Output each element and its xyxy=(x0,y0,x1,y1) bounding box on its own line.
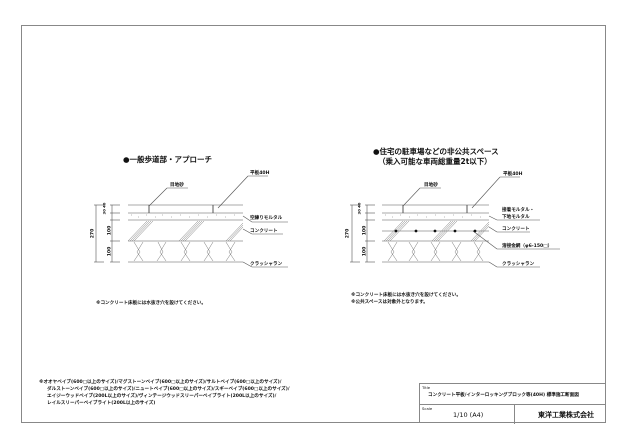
dim-concrete: 100 xyxy=(107,225,113,236)
scale-value: 1/10 (A4) xyxy=(453,411,484,419)
label-joint-sand: 目地砂 xyxy=(170,183,184,188)
left-note: ※コンクリート床板には水抜き穴を設けてください。 xyxy=(96,301,206,306)
company-name: 東洋工業株式会社 xyxy=(538,411,594,419)
scale-caption: Scale xyxy=(422,406,433,411)
scale-divider xyxy=(514,405,515,424)
right-section-subheading: （乗入可能な車両総重量2t以下） xyxy=(378,157,492,166)
wire-mesh-dots xyxy=(394,229,477,233)
title-row: Title コンクリート平板/インターロッキングブロック等(40H) 標準施工断… xyxy=(420,384,606,405)
left-section-heading: ●一般歩道部・アプローチ xyxy=(123,155,213,164)
label-concrete: コンクリート xyxy=(502,227,530,232)
right-note-1: ※コンクリート床板には水抜き穴を設けてください。 xyxy=(351,293,461,298)
right-cross-section xyxy=(350,176,560,268)
drawing-frame xyxy=(21,25,606,423)
footer-note-4: レイルスリーパーベイブライト(200L以上のサイズ) xyxy=(47,401,156,406)
dim-total: 270 xyxy=(345,228,351,239)
label-mortar: 空練りモルタル xyxy=(250,216,283,221)
dim-top: 30 40 xyxy=(356,202,362,215)
label-crusher-run: クラッシャラン xyxy=(502,262,535,267)
dim-total: 270 xyxy=(90,228,96,239)
dim-top: 30 40 xyxy=(101,202,107,215)
label-slab: 平板40H xyxy=(503,172,523,177)
right-note-2: ※公共スペースは対象外となります。 xyxy=(351,300,428,305)
label-crusher-run: クラッシャラン xyxy=(250,262,283,267)
footer-note-2: ダルストーンベイブ(600□以上のサイズ)/ニュートベイブ(600□以上のサイズ… xyxy=(47,387,290,392)
drawing-title: コンクリート平板/インターロッキングブロック等(40H) 標準施工断面図 xyxy=(428,393,579,398)
label-wire-mesh: 溶接金網（φ6-150□） xyxy=(502,244,553,249)
label-concrete: コンクリート xyxy=(250,229,278,234)
footer-note-3: エイジーウッドベイブ(200L以上のサイズ)/ヴィンテージウッドスリーパーベイブ… xyxy=(47,394,277,399)
dim-concrete: 100 xyxy=(362,225,368,236)
scale-row: Scale 1/10 (A4) 東洋工業株式会社 xyxy=(420,405,606,424)
label-mortar-1: 接着モルタル・ xyxy=(502,208,535,213)
left-cross-section xyxy=(94,175,288,268)
dim-base: 100 xyxy=(107,246,113,257)
label-slab: 平板40H xyxy=(250,171,270,176)
footer-note-1: ※オオヤベイブ(600□以上のサイズ)/マグストーンベイブ(600□以上のサイズ… xyxy=(39,380,282,385)
right-section-heading: ●住宅の駐車場などの非公共スペース xyxy=(373,147,499,156)
title-block: Title コンクリート平板/インターロッキングブロック等(40H) 標準施工断… xyxy=(419,383,606,424)
dim-base: 100 xyxy=(362,246,368,257)
label-mortar-2: 下地モルタル xyxy=(502,215,530,220)
label-joint-sand: 目地砂 xyxy=(424,183,438,188)
title-caption: Title xyxy=(422,385,431,390)
